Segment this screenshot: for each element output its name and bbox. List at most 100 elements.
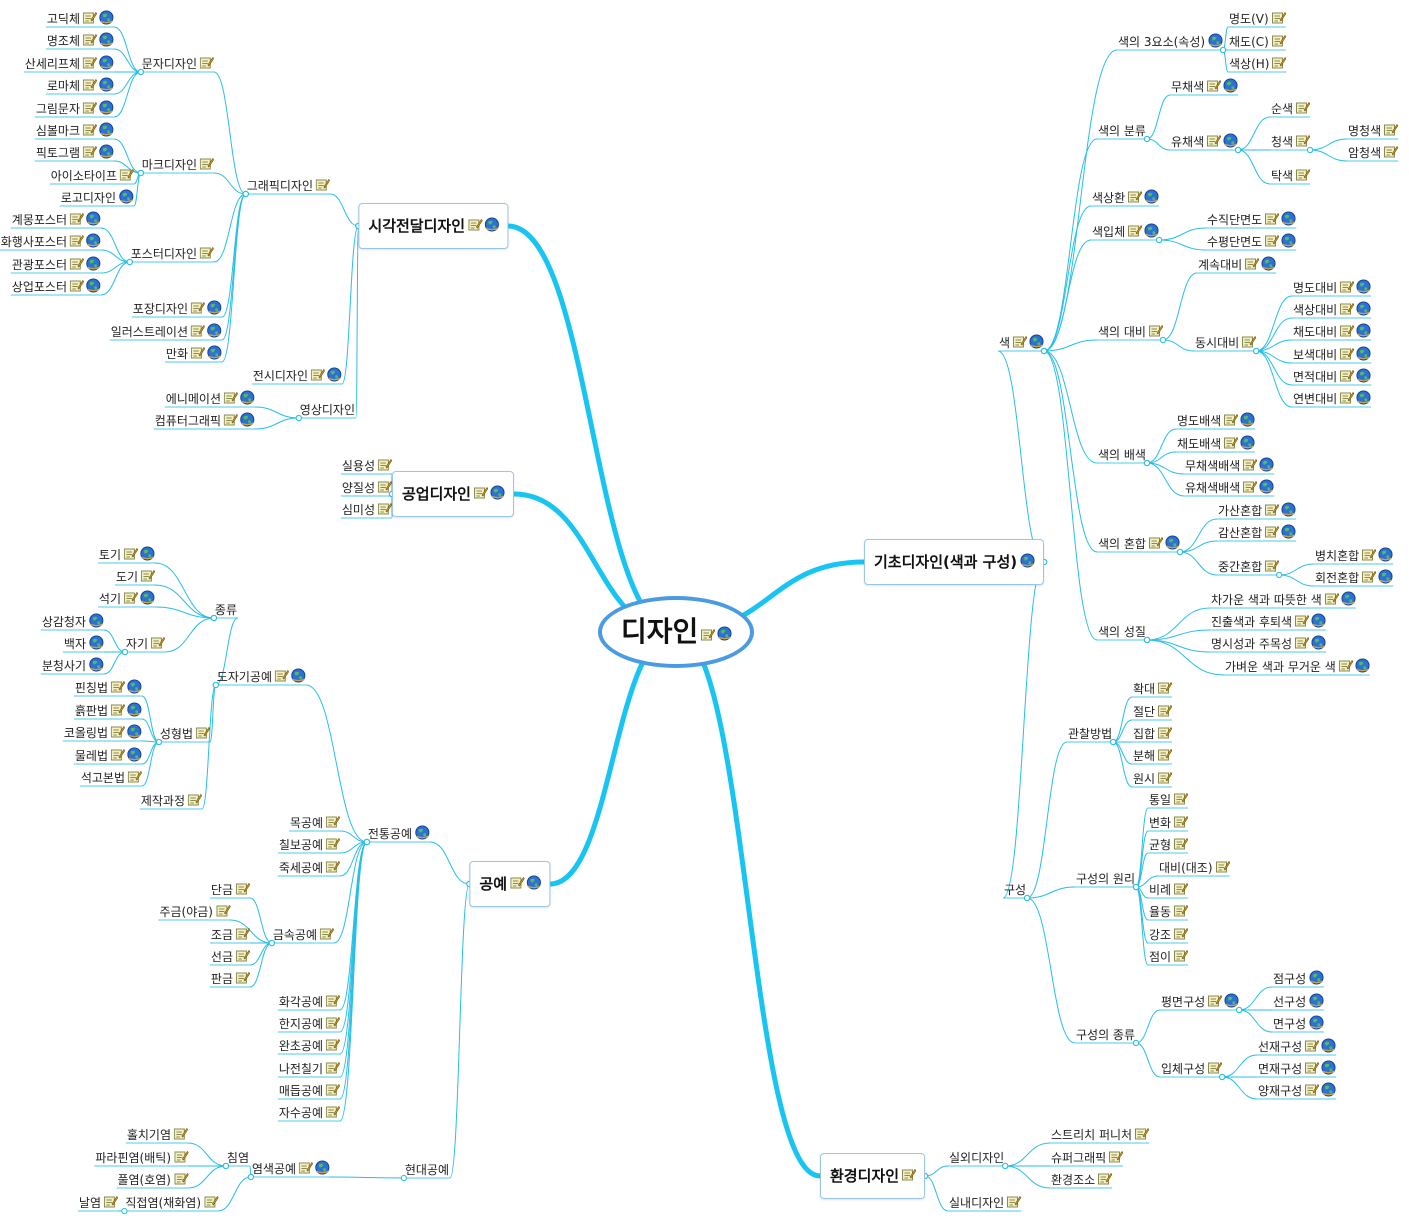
subtopic[interactable]: 슈퍼그래픽 [1050, 1150, 1124, 1167]
central-topic[interactable]: 디자인 [598, 596, 755, 668]
subtopic[interactable]: 채도배색 [1176, 434, 1255, 452]
subtopic[interactable]: 확대 [1132, 681, 1173, 697]
note-icon[interactable] [191, 324, 206, 341]
subtopic[interactable]: 목공예 [289, 815, 341, 831]
hyperlink-globe-icon[interactable] [99, 76, 114, 96]
subtopic[interactable]: 물레법 [74, 746, 142, 764]
subtopic[interactable]: 코올링법 [63, 723, 142, 741]
subtopic[interactable]: 영상디자인 [299, 402, 356, 418]
hyperlink-globe-icon[interactable] [207, 344, 222, 364]
subtopic[interactable]: 무채색배색 [1184, 456, 1274, 474]
note-icon[interactable] [1242, 335, 1257, 352]
subtopic[interactable]: 성형법 [159, 726, 211, 742]
hyperlink-globe-icon[interactable] [1281, 501, 1296, 521]
note-icon[interactable] [70, 234, 85, 251]
note-icon[interactable] [378, 502, 393, 519]
note-icon[interactable] [1340, 302, 1355, 319]
subtopic[interactable]: 포장디자인 [132, 299, 222, 317]
note-icon[interactable] [200, 56, 215, 73]
hyperlink-globe-icon[interactable] [717, 624, 732, 641]
subtopic[interactable]: 자기 [125, 636, 166, 653]
hyperlink-globe-icon[interactable] [1281, 523, 1296, 543]
subtopic[interactable]: 명도배색 [1176, 411, 1255, 429]
note-icon[interactable] [1158, 726, 1173, 743]
subtopic[interactable]: 무채색 [1170, 77, 1238, 95]
note-icon[interactable] [1208, 994, 1223, 1011]
subtopic[interactable]: 그림문자 [35, 99, 114, 119]
hyperlink-globe-icon[interactable] [99, 9, 114, 29]
subtopic[interactable]: 가산혼합 [1217, 501, 1296, 521]
note-icon[interactable] [1340, 280, 1355, 297]
note-icon[interactable] [111, 680, 126, 697]
subtopic[interactable]: 구성 [1003, 882, 1027, 898]
subtopic[interactable]: 색 [998, 333, 1044, 351]
note-icon[interactable] [1109, 1150, 1124, 1167]
subtopic[interactable]: 상감청자 [41, 612, 104, 630]
subtopic[interactable]: 문자디자인 [141, 56, 215, 73]
note-icon[interactable] [1243, 480, 1258, 497]
subtopic[interactable]: 칠보공예 [278, 837, 341, 853]
note-icon[interactable] [326, 1016, 341, 1033]
note-icon[interactable] [151, 636, 166, 653]
subtopic[interactable]: 비례 [1148, 882, 1189, 899]
hyperlink-globe-icon[interactable] [99, 99, 114, 119]
subtopic[interactable]: 연변대비 [1292, 389, 1371, 407]
subtopic[interactable]: 심볼마크 [35, 121, 114, 139]
subtopic[interactable]: 보색대비 [1292, 345, 1371, 364]
note-icon[interactable] [1340, 347, 1355, 364]
note-icon[interactable] [1295, 636, 1310, 653]
note-icon[interactable] [124, 591, 139, 608]
note-icon[interactable] [191, 346, 206, 363]
hyperlink-globe-icon[interactable] [1281, 232, 1296, 252]
note-icon[interactable] [1271, 11, 1287, 28]
note-icon[interactable] [1271, 34, 1287, 51]
subtopic[interactable]: 색상(H) [1228, 56, 1287, 72]
hyperlink-globe-icon[interactable] [86, 277, 101, 297]
subtopic[interactable]: 실내디자인 [948, 1195, 1022, 1211]
note-icon[interactable] [83, 11, 98, 28]
note-icon[interactable] [1174, 837, 1189, 854]
note-icon[interactable] [128, 770, 143, 787]
hyperlink-globe-icon[interactable] [1355, 657, 1370, 677]
note-icon[interactable] [174, 1172, 189, 1189]
note-icon[interactable] [83, 101, 98, 118]
note-icon[interactable] [70, 279, 85, 296]
note-icon[interactable] [216, 904, 231, 921]
subtopic[interactable]: 스트리치 퍼니처 [1050, 1127, 1150, 1143]
subtopic[interactable]: 청색 [1270, 134, 1311, 150]
hyperlink-globe-icon[interactable] [86, 255, 101, 275]
hyperlink-globe-icon[interactable] [127, 701, 142, 721]
note-icon[interactable] [1340, 369, 1355, 386]
subtopic[interactable]: 채도대비 [1292, 322, 1371, 341]
note-icon[interactable] [1384, 123, 1399, 140]
subtopic[interactable]: 주금(야금) [158, 904, 231, 921]
note-icon[interactable] [378, 480, 393, 497]
hyperlink-globe-icon[interactable] [1356, 300, 1371, 320]
subtopic[interactable]: 로마체 [46, 76, 114, 96]
note-icon[interactable] [1174, 882, 1189, 899]
hyperlink-globe-icon[interactable] [1165, 534, 1180, 554]
subtopic[interactable]: 분청사기 [41, 656, 104, 674]
hyperlink-globe-icon[interactable] [526, 875, 541, 893]
subtopic[interactable]: 전시디자인 [252, 366, 342, 384]
subtopic[interactable]: 색의 배색 [1097, 447, 1147, 463]
note-icon[interactable] [701, 624, 716, 641]
note-icon[interactable] [1098, 1172, 1113, 1189]
note-icon[interactable] [902, 1168, 917, 1184]
note-icon[interactable] [1305, 1039, 1320, 1056]
note-icon[interactable] [474, 486, 489, 502]
subtopic[interactable]: 선재구성 [1257, 1037, 1336, 1056]
note-icon[interactable] [236, 927, 251, 944]
note-icon[interactable] [1148, 324, 1164, 341]
note-icon[interactable] [188, 793, 203, 810]
main-topic[interactable]: 기초디자인(색과 구성) [864, 539, 1045, 585]
subtopic[interactable]: 나전칠기 [278, 1061, 341, 1077]
subtopic[interactable]: 양재구성 [1257, 1081, 1336, 1099]
note-icon[interactable] [83, 78, 98, 95]
note-icon[interactable] [1338, 659, 1354, 676]
subtopic[interactable]: 한지공예 [278, 1016, 341, 1033]
subtopic[interactable]: 입체구성 [1160, 1061, 1223, 1078]
note-icon[interactable] [1208, 1061, 1223, 1078]
note-icon[interactable] [1340, 324, 1355, 341]
subtopic[interactable]: 탁색 [1270, 168, 1311, 184]
